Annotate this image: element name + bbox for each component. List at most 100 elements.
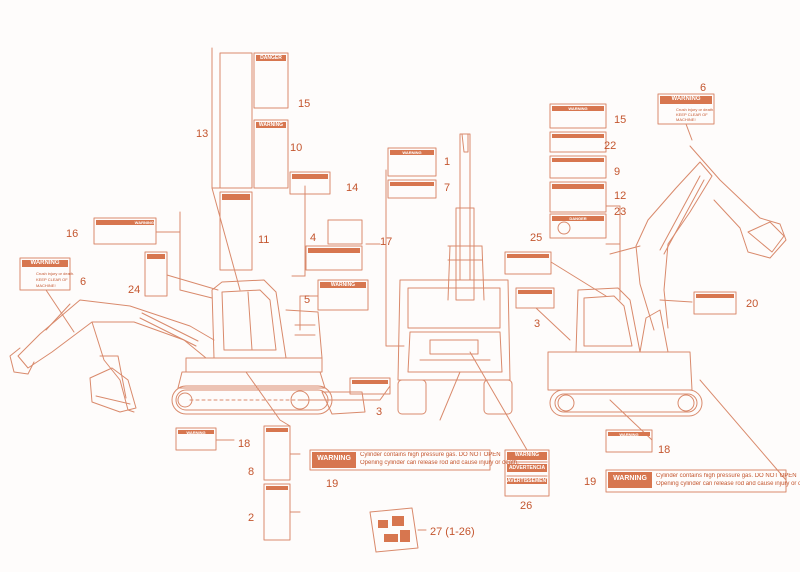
decal-25	[504, 251, 552, 275]
decal-8	[263, 425, 291, 481]
decal-6-right-header: WARNING	[671, 96, 701, 102]
callout-13: 13	[196, 128, 209, 140]
kit-bag-decals	[378, 516, 410, 542]
bucket-left	[89, 367, 137, 413]
decal-26-header-es: ADVERTENCIA	[508, 465, 546, 471]
decal-5-header: WARNING	[330, 282, 356, 288]
decal-3-right	[515, 287, 555, 309]
leader-lines	[45, 47, 787, 531]
rear-body	[397, 279, 511, 381]
decal-18-right	[605, 429, 653, 453]
callout-24: 24	[128, 284, 141, 296]
decal-6-left	[19, 257, 71, 291]
decal-6-right-text: Crush injury or death.	[676, 107, 715, 112]
callout-6: 6	[700, 82, 707, 94]
decal-15-left	[253, 52, 289, 109]
decal-17	[327, 219, 363, 245]
decal-2	[263, 483, 291, 541]
decal-19-right-line2: Opening cylinder can release rod and cau…	[656, 481, 800, 487]
decal-6-left-header: WARNING	[30, 260, 60, 266]
excavator-rear-view	[397, 133, 513, 415]
callout-4: 4	[310, 232, 317, 244]
decal-24	[144, 251, 168, 297]
callout-19: 19	[584, 476, 597, 488]
decal-6-right-text: KEEP CLEAR OF	[676, 112, 708, 117]
decal-5	[317, 279, 369, 311]
callout-1: 1	[444, 156, 451, 168]
decal-19-center-line2: Opening cylinder can release rod and cau…	[360, 460, 519, 466]
decal-26-header-en: WARNING	[514, 452, 540, 458]
decal-20	[693, 291, 737, 315]
decal-10-header: WARNING	[258, 122, 284, 128]
decal-15-right	[549, 103, 607, 129]
decal-22	[549, 131, 607, 153]
decal-6-left-text: MACHINE!	[36, 283, 56, 288]
callout-17: 17	[380, 236, 393, 248]
decal-23	[549, 213, 607, 239]
callout-18: 18	[658, 444, 671, 456]
decal-19-center	[309, 449, 491, 471]
decal-18-right-header: WARNING	[619, 432, 639, 437]
decal-10	[253, 119, 289, 189]
callout-8: 8	[248, 466, 255, 478]
boom-left	[17, 299, 215, 369]
callout-22: 22	[604, 140, 617, 152]
callout-18: 18	[238, 438, 251, 450]
cab-right	[575, 287, 641, 353]
decal-15-header: DANGER	[260, 55, 282, 61]
excavator-right-side-view	[547, 145, 787, 417]
decal-19-right-header: WARNING	[613, 475, 647, 482]
callout-25: 25	[530, 232, 543, 244]
decal-18-left-header: WARNING	[186, 430, 206, 435]
decal-6-right-text: MACHINE!	[676, 117, 696, 122]
callout-9: 9	[614, 166, 621, 178]
callout-3: 3	[376, 406, 383, 418]
callout-6: 6	[80, 276, 87, 288]
callout-5: 5	[304, 294, 311, 306]
callout-14: 14	[346, 182, 359, 194]
callout-10: 10	[290, 142, 303, 154]
decal-16-header: WARNING	[134, 220, 154, 225]
rear-boom	[459, 133, 471, 281]
decal-1-header: WARNING	[402, 150, 422, 155]
callout-27: 27 (1-26)	[430, 526, 475, 538]
callout-15: 15	[298, 98, 311, 110]
decal-23-header: DANGER	[569, 216, 587, 221]
callout-26: 26	[520, 500, 533, 512]
boom-right	[635, 161, 713, 331]
cab-left	[211, 279, 287, 359]
decal-19-right	[605, 469, 787, 493]
callout-12: 12	[614, 190, 627, 202]
decal-7	[387, 179, 437, 199]
excavator-left-side-view	[9, 279, 366, 415]
callout-16: 16	[66, 228, 79, 240]
decal-11	[219, 191, 253, 271]
callout-3: 3	[534, 318, 541, 330]
decal-19-center-line1: Cylinder contains high pressure gas. DO …	[360, 452, 501, 458]
callout-11: 11	[258, 234, 270, 246]
decal-6-left-text: Crush injury or death.	[36, 271, 75, 276]
callout-19: 19	[326, 478, 339, 490]
decal-18-left	[175, 427, 217, 451]
decal-16	[93, 217, 157, 245]
callout-23: 23	[614, 206, 627, 218]
callout-7: 7	[444, 182, 451, 194]
decal-9	[549, 155, 607, 179]
decal-6-left-text: KEEP CLEAR OF	[36, 277, 68, 282]
callout-2: 2	[248, 512, 255, 524]
decal-kit-bag	[369, 507, 419, 553]
callout-20: 20	[746, 298, 759, 310]
decal-4	[305, 245, 363, 271]
callout-15: 15	[614, 114, 627, 126]
decal-13	[219, 52, 253, 189]
decal-1	[387, 147, 437, 177]
decal-15-right-header: WARNING	[568, 106, 588, 111]
decal-headers	[22, 55, 734, 490]
decal-14	[289, 171, 331, 195]
decal-19-center-header: WARNING	[317, 455, 351, 462]
decal-26-header-fr: AVERTISSEMENT	[507, 478, 547, 484]
decal-19-right-line1: Cylinder contains high pressure gas. DO …	[656, 473, 797, 479]
bucket-right	[747, 221, 785, 253]
